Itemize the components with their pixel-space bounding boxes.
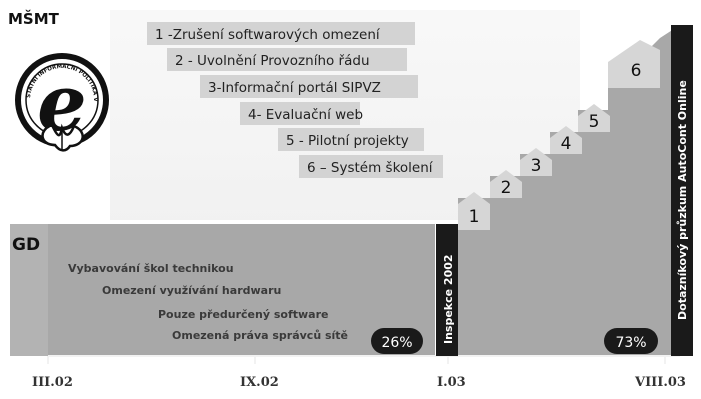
step-label-1: 1 -Zrušení softwarových omezení — [155, 27, 381, 43]
stair-step-6: 6 — [608, 40, 660, 88]
baseline-band-edge — [10, 224, 48, 356]
step-label-6: 6 – Systém školení — [307, 160, 434, 176]
step-box-5 — [278, 128, 424, 151]
stair-number-3: 3 — [531, 156, 542, 176]
step-label-3: 3-Informační portál SIPVZ — [208, 80, 381, 96]
step-box-2 — [167, 48, 407, 71]
inspection-label: Inspekce 2002 — [442, 254, 455, 344]
survey-label: Dotazníkový průzkum AutoCont Online — [676, 80, 689, 320]
stair-step-1: 1 — [458, 192, 490, 230]
problem-2: Omezení využívání hardwaru — [102, 284, 281, 297]
badge-left: 26% — [371, 328, 423, 354]
org-label: MŠMT — [8, 9, 60, 28]
baseline-band — [10, 224, 435, 356]
survey-marker — [671, 25, 693, 356]
step-box-3 — [200, 75, 418, 98]
inspection-marker — [436, 224, 458, 356]
step-box-1 — [147, 22, 415, 45]
stair-number-6: 6 — [631, 61, 642, 81]
stair-step-5: 5 — [578, 104, 610, 132]
stair-number-5: 5 — [589, 112, 600, 132]
step-labels: 1 -Zrušení softwarových omezení 2 - Uvol… — [147, 22, 443, 178]
timeline-label-2: IX.02 — [240, 375, 279, 390]
problem-4: Omezená práva správců sítě — [172, 329, 348, 342]
stair-step-2: 2 — [490, 170, 522, 198]
badge-right: 73% — [604, 328, 658, 354]
stair-steps: 1 2 3 4 5 6 — [458, 40, 660, 230]
step-label-5: 5 - Pilotní projekty — [286, 133, 409, 149]
timeline-label-4: VIII.03 — [634, 375, 686, 390]
problem-3: Pouze předurčený software — [158, 308, 328, 321]
problem-1: Vybavování škol technikou — [68, 262, 234, 275]
stair-step-4: 4 — [550, 126, 582, 154]
step-label-4: 4- Evaluační web — [248, 107, 363, 123]
staircase-area — [448, 25, 680, 356]
step-label-2: 2 - Uvolnění Provozního řádu — [175, 53, 370, 69]
baseline-label: GD — [12, 235, 40, 255]
stair-number-4: 4 — [561, 134, 572, 154]
badge-right-text: 73% — [615, 335, 646, 351]
stair-number-2: 2 — [501, 178, 512, 198]
step-box-6 — [299, 155, 443, 178]
stair-step-3: 3 — [520, 148, 552, 176]
badge-left-text: 26% — [381, 335, 412, 351]
stair-number-1: 1 — [469, 207, 480, 227]
timeline-label-3: I.03 — [437, 375, 466, 390]
step-box-4 — [240, 102, 360, 125]
timeline-label-1: III.02 — [32, 375, 73, 390]
